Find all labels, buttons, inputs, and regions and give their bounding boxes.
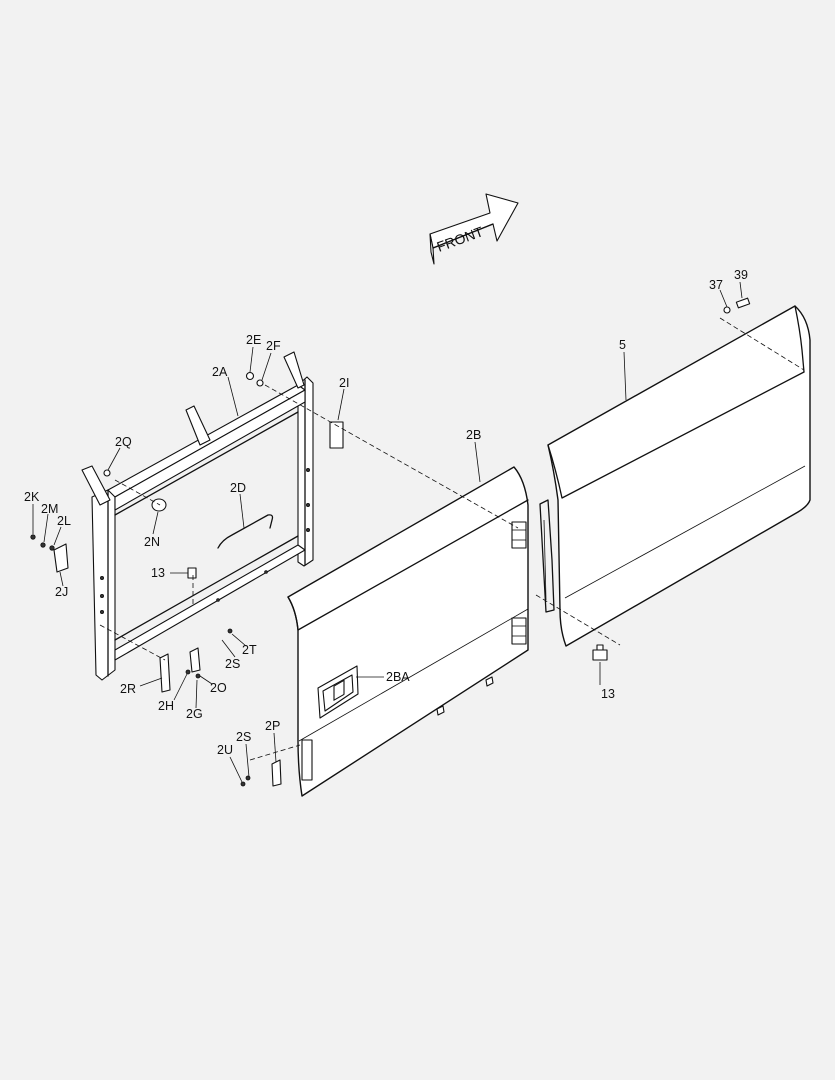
callout-2N: 2N [144, 535, 160, 549]
callout-2B: 2B [466, 428, 481, 442]
callout-13-right: 13 [601, 687, 615, 701]
callout-2D: 2D [230, 481, 246, 495]
callout-2S-lower: 2S [236, 730, 251, 744]
callout-2H: 2H [158, 699, 174, 713]
side-panel-5 [539, 305, 811, 647]
callout-2G: 2G [186, 707, 203, 721]
rod-2D [217, 514, 274, 549]
callout-2L: 2L [57, 514, 71, 528]
callout-2U: 2U [217, 743, 233, 757]
callout-2M: 2M [41, 502, 58, 516]
callout-2A: 2A [212, 365, 228, 379]
frame-2A [81, 351, 314, 681]
callout-2T: 2T [242, 643, 257, 657]
callout-2F: 2F [266, 339, 281, 353]
door-handle-2BA [317, 665, 359, 719]
door-panel-2B [287, 466, 529, 797]
callout-2P: 2P [265, 719, 280, 733]
callout-13-left: 13 [151, 566, 165, 580]
callout-2K: 2K [24, 490, 40, 504]
callout-2S: 2S [225, 657, 240, 671]
callout-2R: 2R [120, 682, 136, 696]
callout-2Q: 2Q [115, 435, 132, 449]
callout-2J: 2J [55, 585, 68, 599]
callout-2E: 2E [246, 333, 261, 347]
callout-39: 39 [734, 268, 748, 282]
small-hardware [30, 297, 751, 787]
callout-37: 37 [709, 278, 723, 292]
callout-5: 5 [619, 338, 626, 352]
front-arrow: FRONT [429, 193, 519, 265]
callout-2O: 2O [210, 681, 227, 695]
callout-2BA: 2BA [386, 670, 410, 684]
leader-lines [32, 281, 743, 783]
callout-2I: 2I [339, 376, 349, 390]
